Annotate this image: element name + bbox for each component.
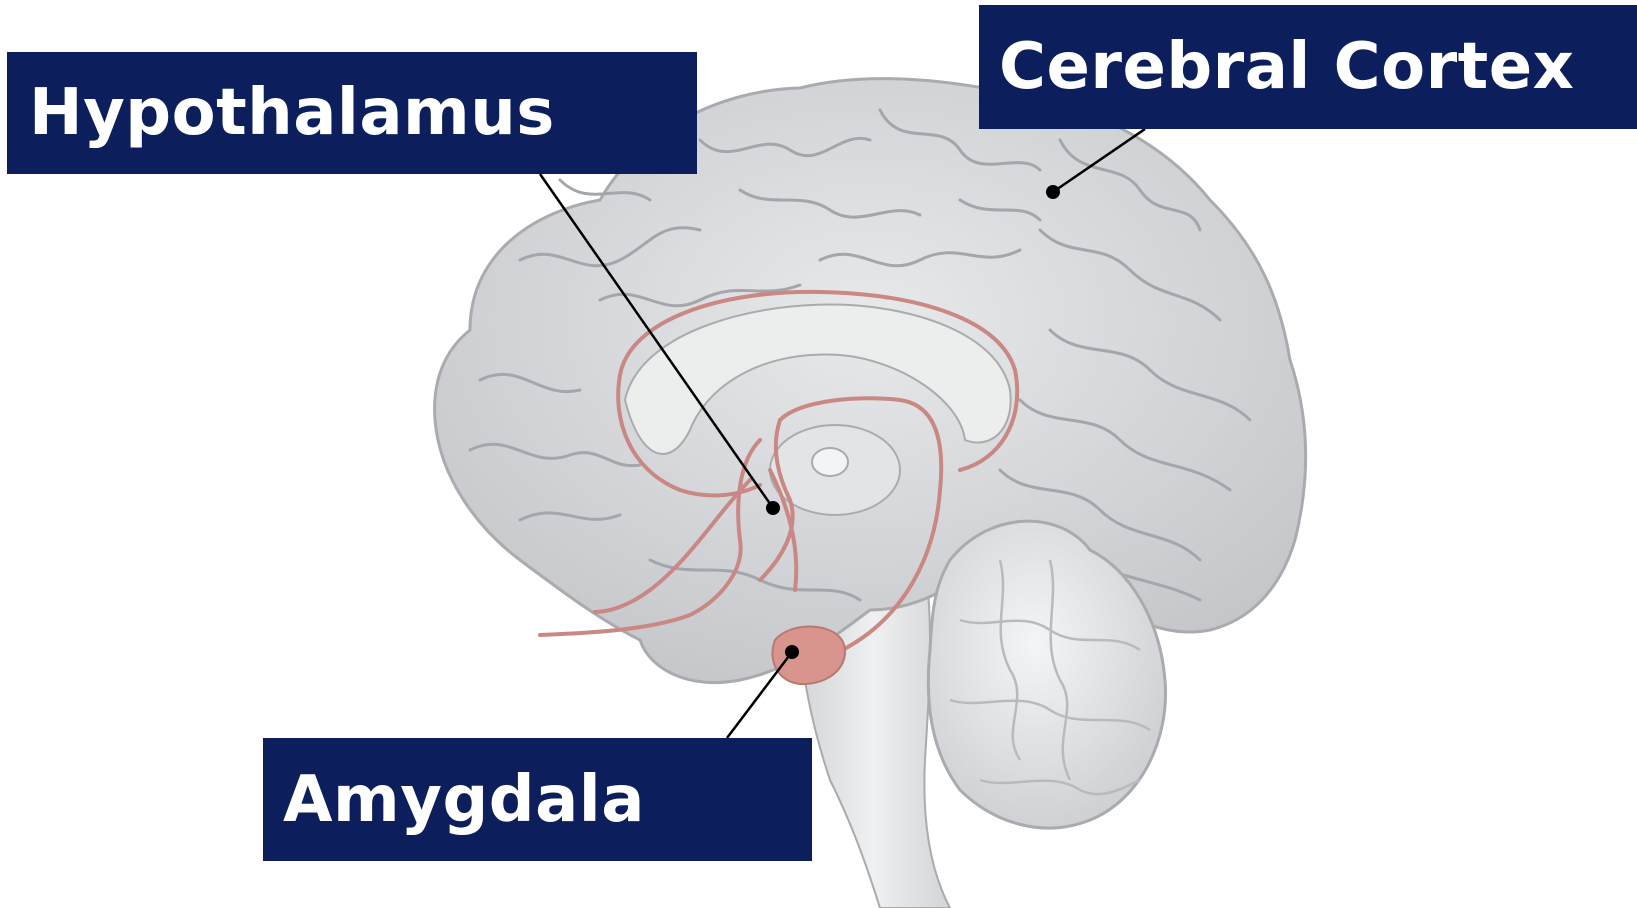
hypothalamus-label-text: Hypothalamus (29, 76, 555, 150)
amygdala-label-text: Amygdala (283, 763, 645, 837)
hypothalamus-pointer-dot (766, 501, 780, 515)
cerebral-cortex-label: Cerebral Cortex (979, 5, 1637, 129)
amygdala-pointer-dot (785, 645, 799, 659)
cerebral-cortex-label-text: Cerebral Cortex (999, 30, 1574, 104)
hypothalamus-label: Hypothalamus (7, 52, 697, 174)
cortex-pointer-dot (1046, 185, 1060, 199)
amygdala-label: Amygdala (263, 738, 812, 861)
